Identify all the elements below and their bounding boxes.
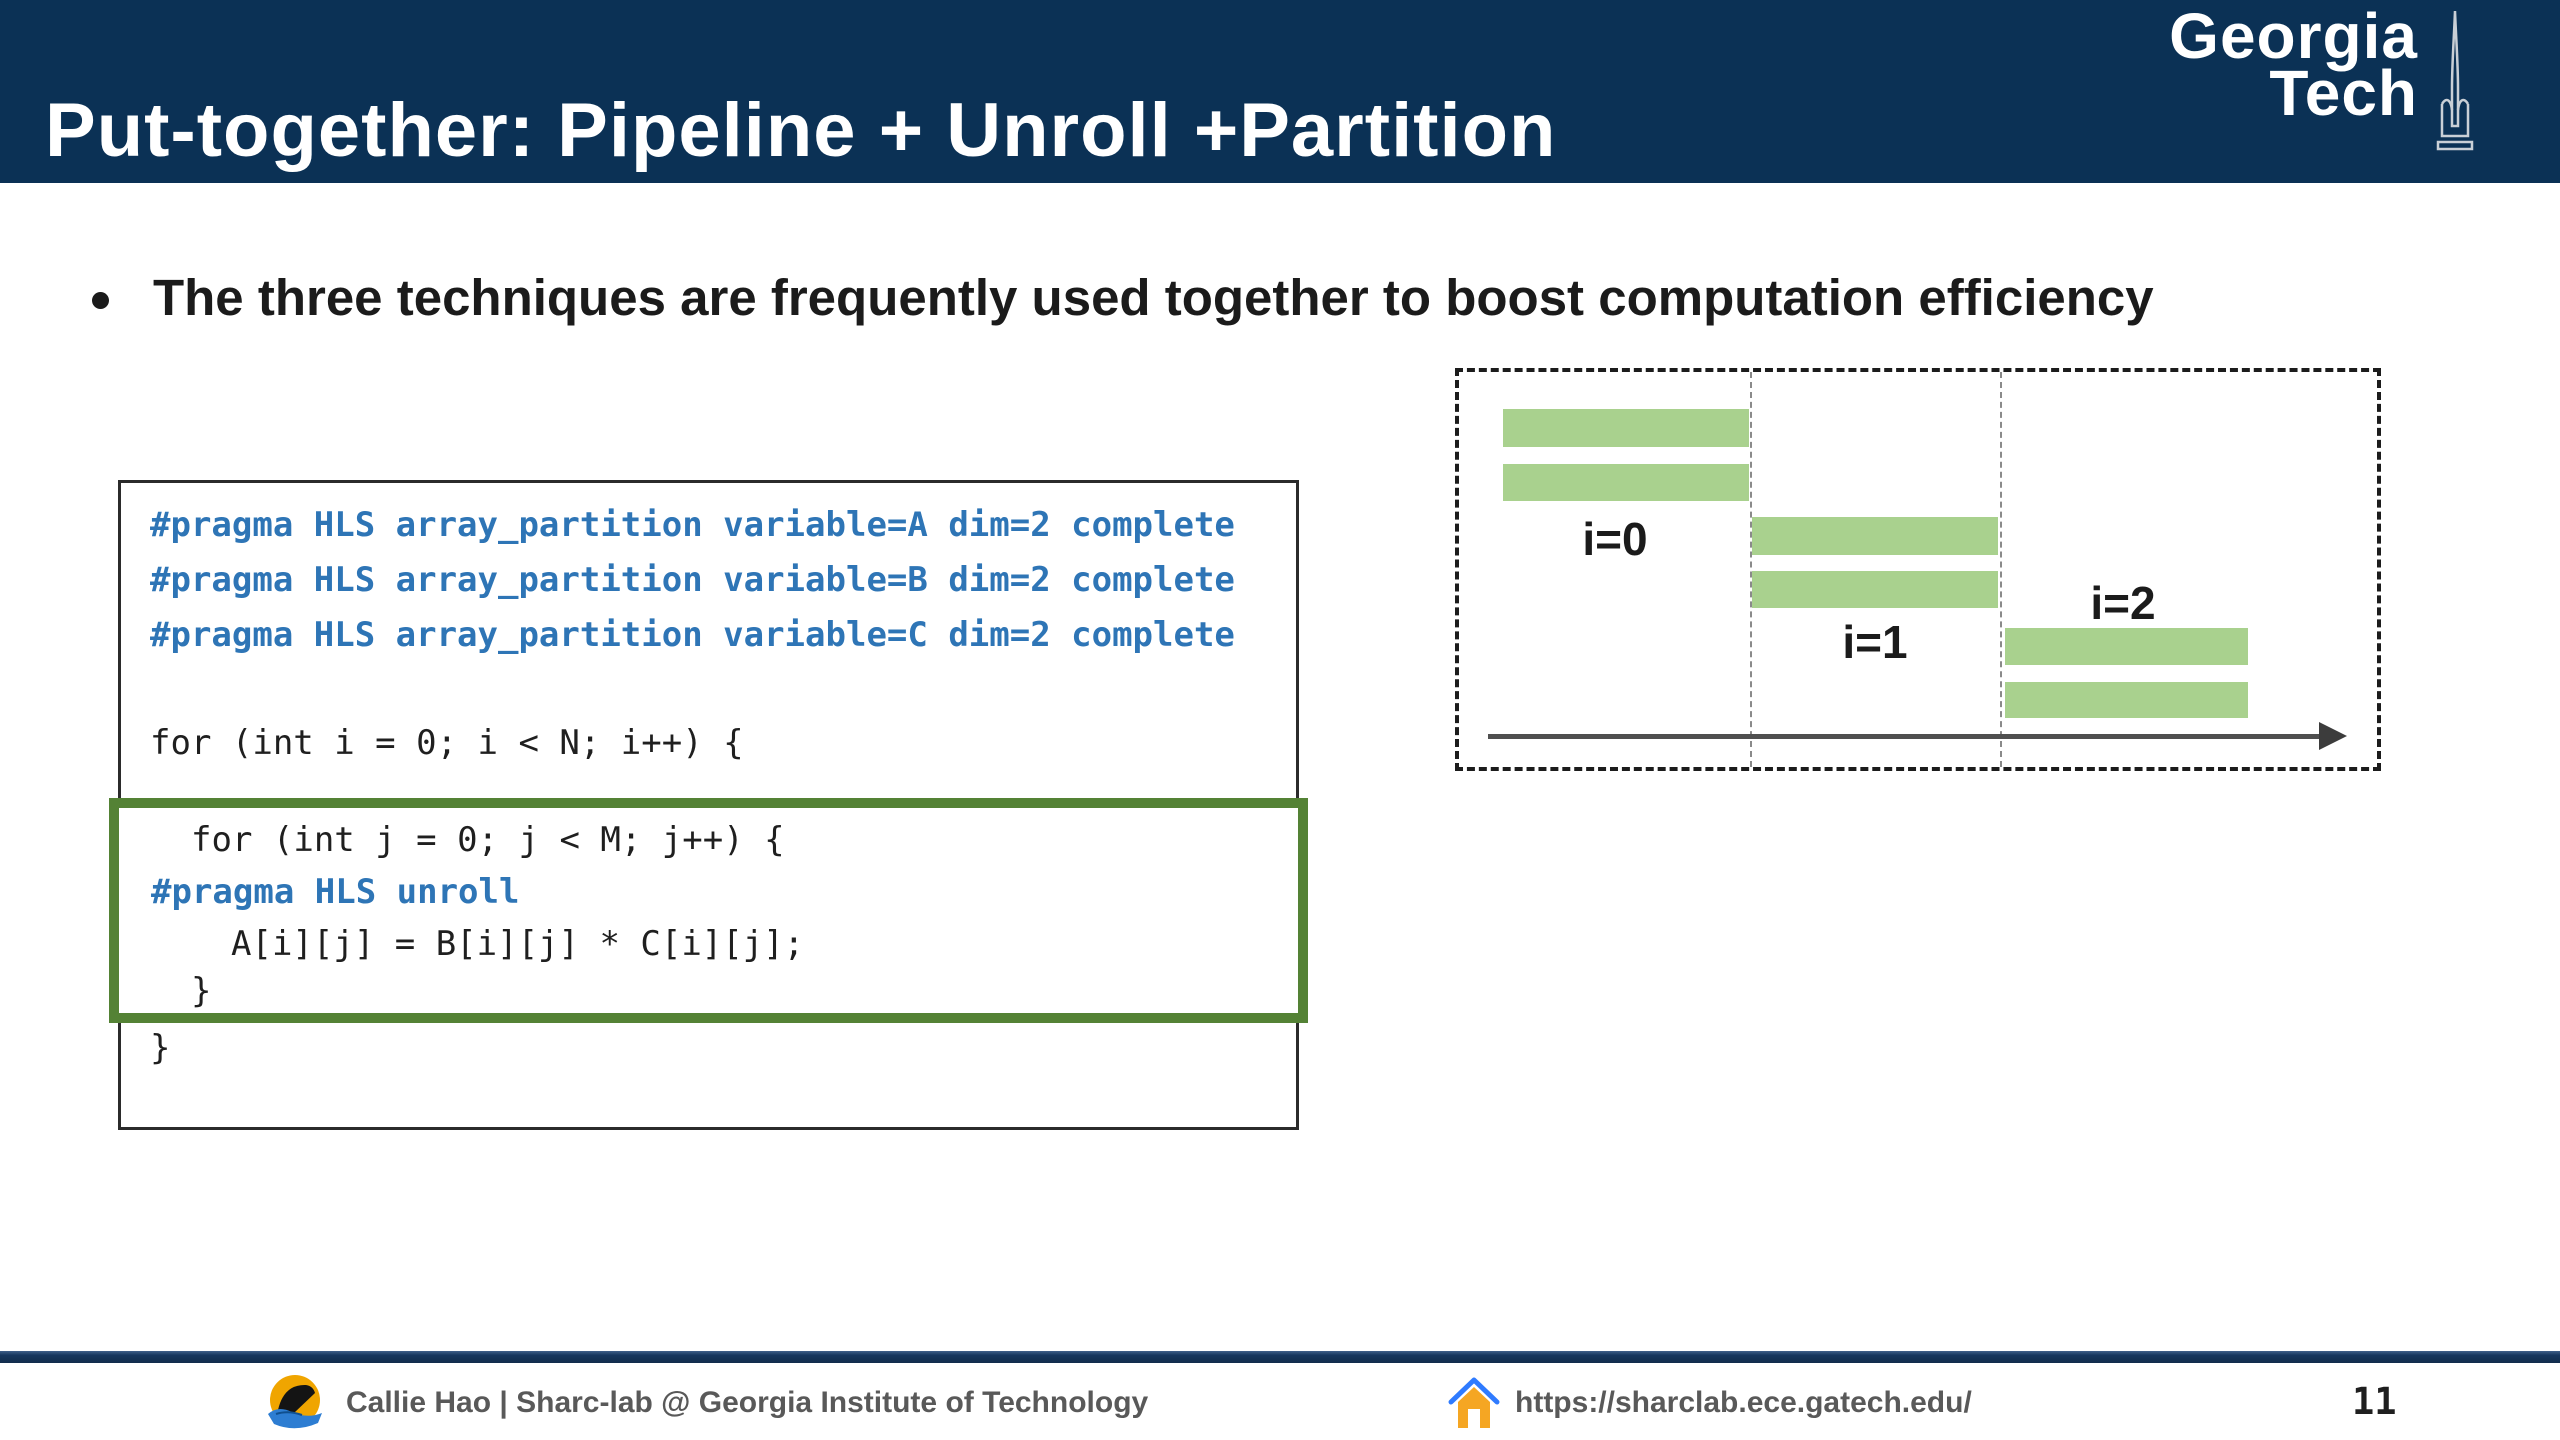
georgia-tech-logo: Georgia Tech xyxy=(2169,0,2476,160)
pipeline-bar-i0-op2 xyxy=(1503,464,1749,501)
code-line-body: A[i][j] = B[i][j] * C[i][j]; xyxy=(231,924,805,964)
code-line-close-inner: } xyxy=(191,971,212,1011)
time-axis-arrowhead-icon xyxy=(2319,722,2347,750)
pipeline-bar-i2-op2 xyxy=(2005,682,2248,718)
home-icon xyxy=(1448,1377,1500,1428)
code-line-for-j: for (int j = 0; j < M; j++) { xyxy=(191,820,785,860)
pipeline-bar-i2-op1 xyxy=(2005,628,2248,665)
code-line-pragma-partition-c: #pragma HLS array_partition variable=C d… xyxy=(150,615,1235,655)
sharc-lab-logo-icon xyxy=(268,1375,322,1429)
code-block: #pragma HLS array_partition variable=A d… xyxy=(109,480,1308,1130)
bullet-icon xyxy=(92,292,109,309)
pipeline-bar-i0-op1 xyxy=(1503,409,1749,447)
code-line-pragma-unroll: #pragma HLS unroll xyxy=(151,872,520,912)
stage-divider-line-2 xyxy=(2000,372,2002,767)
page-number: 11 xyxy=(2352,1380,2397,1423)
code-line-close-outer: } xyxy=(150,1028,171,1068)
stage-divider-line-1 xyxy=(1750,372,1752,767)
iteration-label-i1: i=1 xyxy=(1842,616,1908,668)
pipeline-bar-i1-op1 xyxy=(1752,517,1998,555)
iteration-label-i2: i=2 xyxy=(2090,577,2156,629)
iteration-label-i0: i=0 xyxy=(1582,513,1648,565)
code-line-pragma-partition-a: #pragma HLS array_partition variable=A d… xyxy=(150,505,1235,545)
gt-wordmark-line2: Tech xyxy=(2269,57,2418,129)
footer-url-text: https://sharclab.ece.gatech.edu/ xyxy=(1515,1386,1972,1419)
bullet-text: The three techniques are frequently used… xyxy=(153,269,2154,326)
footer-author-text: Callie Hao | Sharc-lab @ Georgia Institu… xyxy=(346,1386,1149,1419)
tech-tower-icon xyxy=(2436,10,2474,151)
page-title: Put-together: Pipeline + Unroll +Partiti… xyxy=(45,88,1557,174)
unroll-highlight-box: for (int j = 0; j < M; j++) { #pragma HL… xyxy=(109,798,1308,1023)
time-axis-line xyxy=(1488,734,2321,739)
code-line-for-i: for (int i = 0; i < N; i++) { xyxy=(150,723,744,763)
bullet-row: The three techniques are frequently used… xyxy=(92,268,2154,327)
gt-wordmark-line1: Georgia xyxy=(2169,0,2418,72)
title-bar: Put-together: Pipeline + Unroll +Partiti… xyxy=(0,0,2560,183)
pipeline-diagram: i=0 i=1 i=2 xyxy=(1455,368,2381,771)
georgia-tech-wordmark: Georgia Tech xyxy=(2169,0,2418,129)
footer-divider-band xyxy=(0,1351,2560,1363)
pipeline-bar-i1-op2 xyxy=(1752,571,1998,608)
code-line-pragma-partition-b: #pragma HLS array_partition variable=B d… xyxy=(150,560,1235,600)
